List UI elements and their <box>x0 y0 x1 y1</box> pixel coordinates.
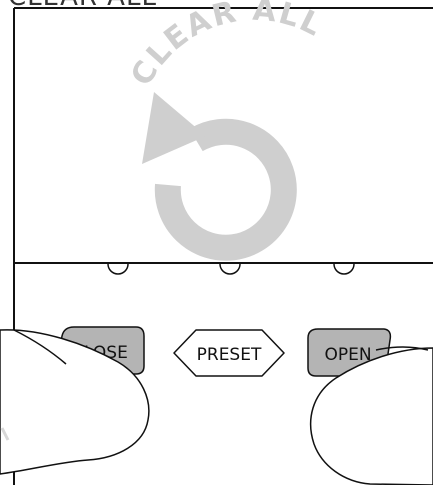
preset-button-label: PRESET <box>197 345 262 365</box>
led-open <box>333 263 355 275</box>
clear-all-arc-label: CLEAR ALL <box>124 0 328 92</box>
clear-all-text-path: CLEAR ALL <box>124 0 326 92</box>
open-button-label: OPEN <box>324 345 371 365</box>
preset-button[interactable]: PRESET <box>173 329 285 377</box>
left-finger-illustration <box>0 329 150 475</box>
faint-mark <box>0 427 10 441</box>
counterclockwise-arrow-icon <box>142 92 297 261</box>
led-close <box>107 263 129 275</box>
led-preset <box>219 263 241 275</box>
right-finger-illustration <box>310 346 433 485</box>
